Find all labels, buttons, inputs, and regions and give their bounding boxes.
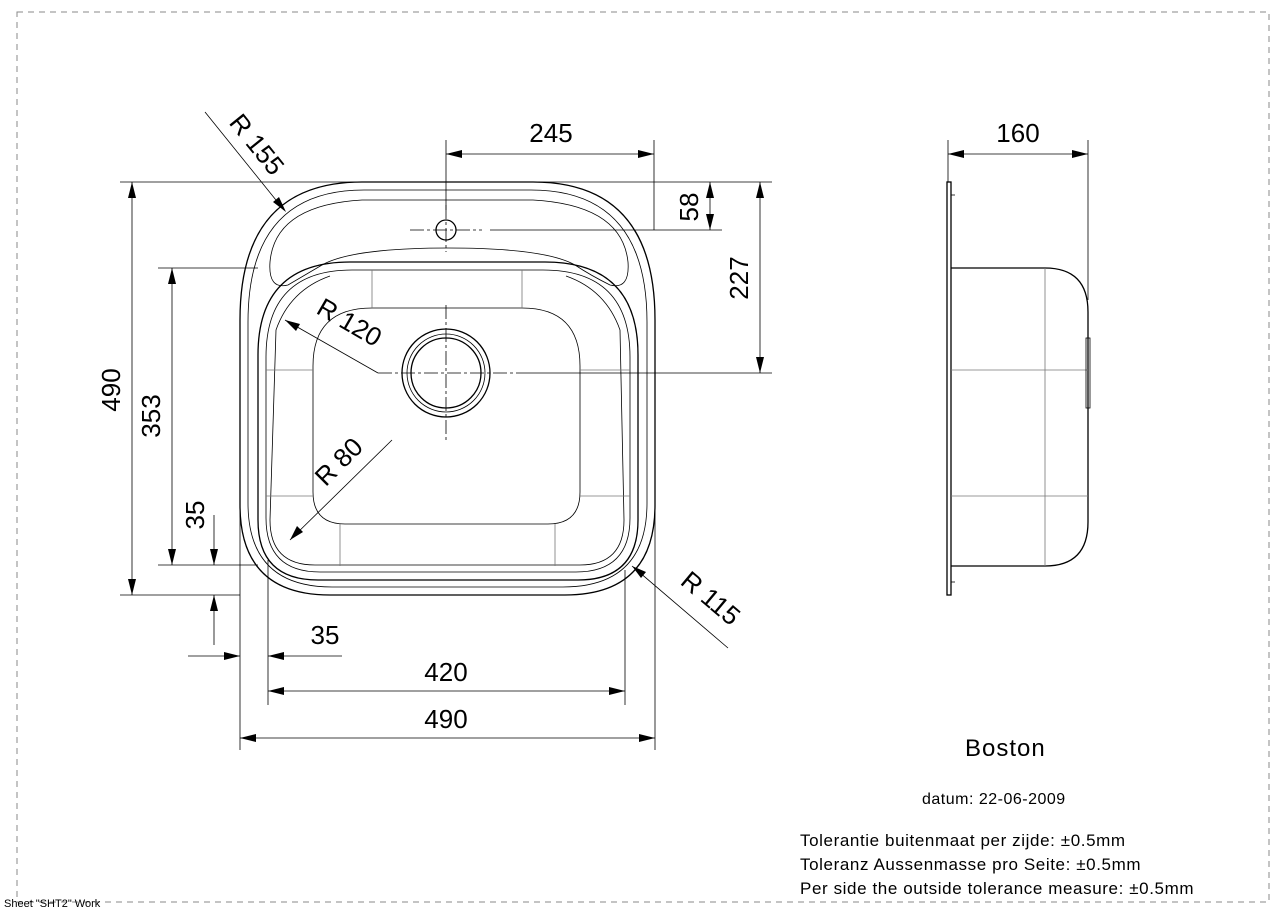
- tolerance-de: Toleranz Aussenmasse pro Seite: ±0.5mm: [800, 855, 1142, 874]
- dim-227: 227: [724, 256, 754, 299]
- bowl-rim: [265, 269, 631, 573]
- sink-side-view: [946, 140, 1091, 596]
- side-bowl-profile: [951, 267, 1089, 567]
- dim-245: 245: [529, 118, 572, 148]
- sheet-label: Sheet "SHT2" Work: [4, 898, 101, 910]
- bowl-inner-wall: [269, 275, 625, 566]
- dim-35-vertical: 35: [180, 501, 210, 530]
- product-title: Boston: [965, 735, 1046, 762]
- side-flange: [946, 181, 952, 596]
- tolerance-en: Per side the outside tolerance measure: …: [800, 879, 1195, 898]
- side-drain-stub: [1085, 337, 1091, 409]
- dim-353: 353: [136, 394, 166, 437]
- sink-outer-contour-2: [247, 189, 648, 588]
- dim-160: 160: [996, 118, 1039, 148]
- bowl-bottom: [312, 307, 581, 525]
- dim-r115: R 115: [675, 565, 746, 631]
- dim-35-horizontal: 35: [311, 620, 340, 650]
- dim-r120: R 120: [312, 292, 387, 353]
- dim-r80: R 80: [309, 432, 369, 492]
- sink-outer-contour: [239, 181, 656, 596]
- dim-r155: R 155: [224, 108, 291, 181]
- date-line: datum: 22-06-2009: [922, 791, 1066, 808]
- dim-58: 58: [674, 193, 704, 222]
- dimension-lines: [120, 111, 772, 750]
- dim-490-vertical: 490: [96, 368, 126, 411]
- tolerance-nl: Tolerantie buitenmaat per zijde: ±0.5mm: [800, 831, 1126, 850]
- sheet-border: [16, 11, 1270, 903]
- dim-420: 420: [424, 657, 467, 687]
- bowl-outer: [257, 261, 639, 581]
- dim-490-horizontal: 490: [424, 704, 467, 734]
- sink-top-view: [239, 181, 656, 596]
